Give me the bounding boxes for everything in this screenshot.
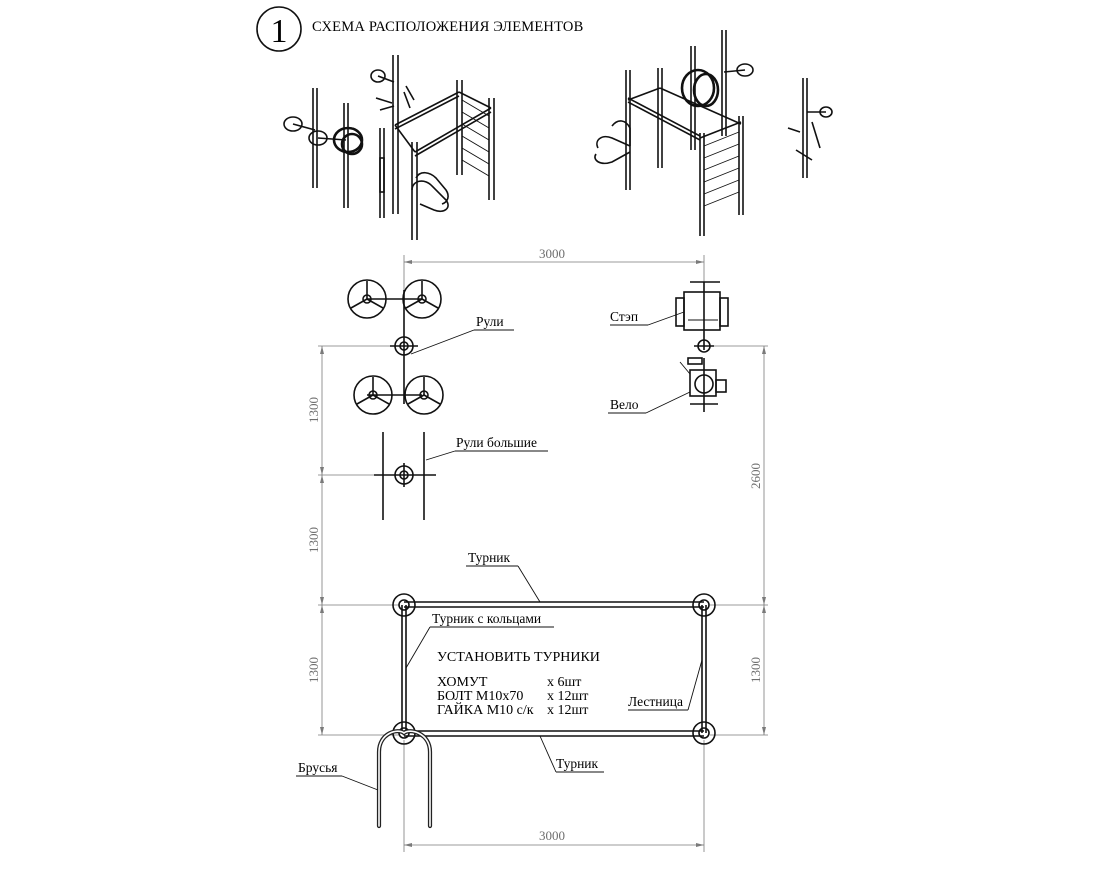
install-note-heading: УСТАНОВИТЬ ТУРНИКИ bbox=[437, 650, 600, 665]
label-turnik-rings: Турник с кольцами bbox=[432, 611, 541, 626]
install-item-qty: х 12шт bbox=[547, 689, 588, 704]
plan-frame: Турник Турник с кольцами Лестница Турник bbox=[392, 550, 716, 773]
post-flange-icon bbox=[692, 593, 716, 617]
label-ruli: Рули bbox=[476, 314, 504, 329]
dim-bottom-width: 3000 bbox=[539, 828, 565, 843]
dim-right-long: 2600 bbox=[748, 463, 763, 489]
label-velo: Вело bbox=[610, 397, 639, 412]
sheet-number: 1 bbox=[271, 13, 288, 50]
dimension-lines: 3000 3000 1300 1300 1300 2600 1300 bbox=[306, 246, 768, 852]
post-flange-icon bbox=[694, 339, 714, 353]
dim-left-upper: 1300 bbox=[306, 397, 321, 423]
install-item-name: ХОМУТ bbox=[437, 675, 488, 690]
iso-right-bike-unit bbox=[787, 78, 833, 178]
label-step: Стэп bbox=[610, 309, 638, 324]
dim-left-lower: 1300 bbox=[306, 657, 321, 683]
plan-ruli-bolshie: Рули большие bbox=[374, 432, 548, 520]
iso-left-wheels bbox=[283, 116, 364, 156]
wheel-icon bbox=[353, 375, 393, 415]
iso-right-ladder bbox=[703, 131, 740, 207]
install-item-name: ГАЙКА М10 с/к bbox=[437, 701, 534, 718]
label-brusya: Брусья bbox=[298, 760, 337, 775]
iso-left-parallel-bars bbox=[411, 171, 449, 213]
wheel-icon bbox=[347, 279, 387, 319]
iso-left-frame bbox=[392, 55, 495, 240]
install-item-qty: х 6шт bbox=[547, 675, 581, 690]
post-flange-icon bbox=[392, 593, 416, 617]
post-flange-icon bbox=[394, 463, 414, 487]
label-ruli-bolshie: Рули большие bbox=[456, 435, 537, 450]
plan-ruli: Рули bbox=[347, 279, 514, 415]
sheet-number-circle bbox=[256, 6, 302, 52]
isometric-view-right bbox=[594, 30, 833, 236]
sheet-header: 1 СХЕМА РАСПОЛОЖЕНИЯ ЭЛЕМЕНТОВ bbox=[256, 6, 583, 52]
plan-step: Стэп bbox=[610, 281, 729, 353]
iso-right-frame bbox=[625, 30, 744, 236]
plan-brusya: Брусья bbox=[296, 729, 433, 829]
install-note: УСТАНОВИТЬ ТУРНИКИ ХОМУТ х 6шт БОЛТ М10х… bbox=[437, 650, 600, 718]
label-turnik-top: Турник bbox=[468, 550, 511, 565]
plan-velo: Вело bbox=[608, 357, 727, 414]
iso-right-parallel-bars bbox=[594, 120, 631, 165]
isometric-view-left bbox=[283, 55, 495, 240]
post-flange-icon bbox=[390, 336, 418, 356]
label-turnik-bottom: Турник bbox=[556, 756, 599, 771]
wheel-icon bbox=[402, 279, 442, 319]
post-flange-icon bbox=[692, 721, 716, 745]
dim-top-width: 3000 bbox=[539, 246, 565, 261]
wheel-icon bbox=[404, 375, 444, 415]
dim-right-lower: 1300 bbox=[748, 657, 763, 683]
sheet-title: СХЕМА РАСПОЛОЖЕНИЯ ЭЛЕМЕНТОВ bbox=[312, 19, 583, 35]
install-item-qty: х 12шт bbox=[547, 703, 588, 718]
iso-left-ladder bbox=[461, 99, 490, 177]
dim-left-middle: 1300 bbox=[306, 527, 321, 553]
install-item-name: БОЛТ М10х70 bbox=[437, 689, 523, 704]
iso-left-short-post bbox=[379, 157, 385, 193]
iso-left-step-unit bbox=[370, 69, 415, 111]
label-lestnitsa: Лестница bbox=[628, 694, 683, 709]
iso-right-wheels bbox=[680, 63, 754, 108]
